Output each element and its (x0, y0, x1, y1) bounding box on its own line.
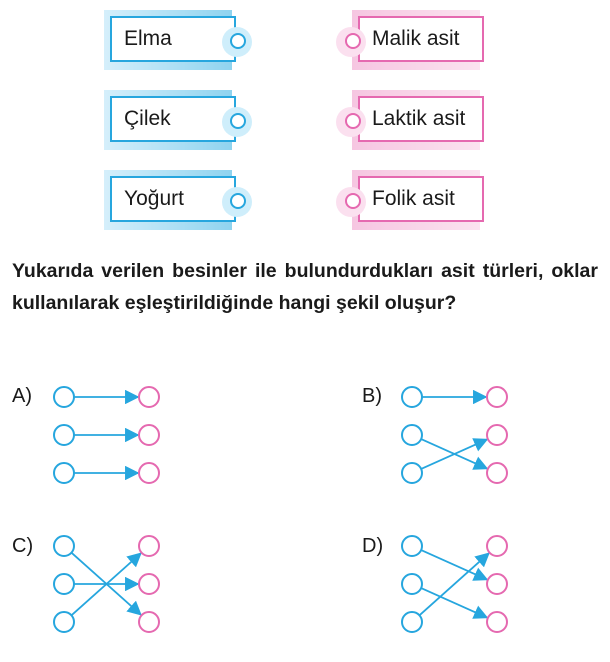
option-c-diagram[interactable] (53, 535, 160, 633)
acid-ring-icon (345, 193, 361, 209)
food-label: Elma (124, 27, 172, 50)
food-node-icon (401, 386, 423, 408)
option-b-label[interactable]: B) (362, 385, 382, 407)
acid-node-icon (486, 462, 508, 484)
acid-node-icon (138, 535, 160, 557)
acid-label: Folik asit (372, 187, 455, 210)
food-node-icon (53, 386, 75, 408)
acid-node-icon (138, 611, 160, 633)
option-c-label[interactable]: C) (12, 535, 34, 557)
food-label: Çilek (124, 107, 171, 130)
acid-node-icon (138, 386, 160, 408)
acid-tag-2: Laktik asit (336, 90, 484, 150)
acid-node-icon (486, 535, 508, 557)
acid-node-icon (486, 386, 508, 408)
match-arrow (420, 587, 489, 619)
food-node-icon (401, 611, 423, 633)
food-node-icon (401, 462, 423, 484)
acid-label: Laktik asit (372, 107, 466, 130)
option-d-label[interactable]: D) (362, 535, 384, 557)
food-tag-2: Çilek (104, 90, 252, 150)
acid-node-icon (486, 573, 508, 595)
acid-ring-icon (345, 113, 361, 129)
food-tag-1: Elma (104, 10, 252, 70)
food-node-icon (53, 573, 75, 595)
food-node-icon (53, 535, 75, 557)
food-ring-icon (230, 113, 246, 129)
food-ring-icon (230, 193, 246, 209)
match-arrow (420, 438, 489, 470)
acid-node-icon (138, 573, 160, 595)
acid-node-icon (486, 611, 508, 633)
option-d-diagram[interactable] (401, 535, 508, 633)
option-b-diagram[interactable] (401, 386, 508, 484)
acid-label: Malik asit (372, 27, 460, 50)
acid-tag-3: Folik asit (336, 170, 484, 230)
food-node-icon (401, 424, 423, 446)
food-label: Yoğurt (124, 187, 184, 210)
food-tag-3: Yoğurt (104, 170, 252, 230)
match-arrow (420, 549, 489, 581)
option-a-label[interactable]: A) (12, 385, 32, 407)
food-ring-icon (230, 33, 246, 49)
match-arrow (70, 552, 142, 617)
food-node-icon (53, 611, 75, 633)
acid-tag-1: Malik asit (336, 10, 484, 70)
acid-node-icon (486, 424, 508, 446)
question-text: Yukarıda verilen besinler ile bulundurdu… (12, 260, 598, 314)
food-node-icon (401, 535, 423, 557)
match-arrow (418, 552, 490, 617)
food-node-icon (401, 573, 423, 595)
food-node-icon (53, 424, 75, 446)
food-node-icon (53, 462, 75, 484)
acid-node-icon (138, 462, 160, 484)
option-a-diagram[interactable] (53, 386, 160, 484)
acid-ring-icon (345, 33, 361, 49)
acid-node-icon (138, 424, 160, 446)
